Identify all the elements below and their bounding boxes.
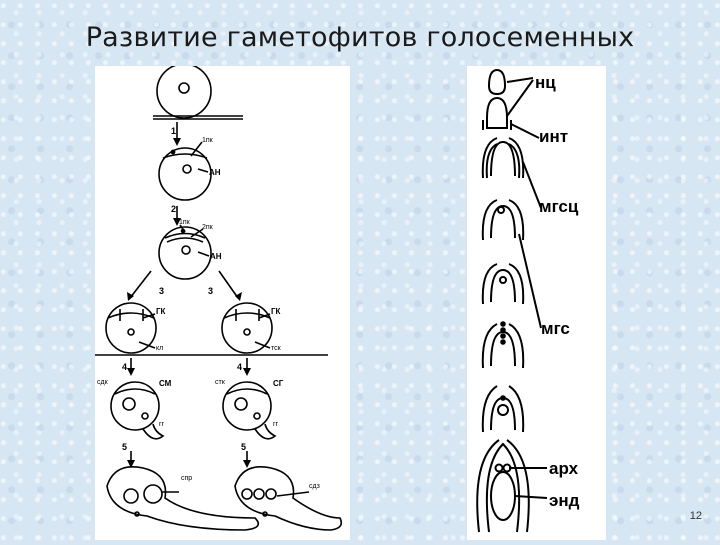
arrow-3-right	[218, 270, 239, 299]
cell-label: кл	[156, 345, 163, 352]
male-gametophyte-diagram: 1 2 3 3 4 4 5 5 1пк АН 1пк 2пк АН ГК кл …	[95, 63, 350, 540]
step-label: 4	[237, 362, 242, 372]
nucellus-stage-2	[486, 96, 508, 129]
ovule-label: мгс	[541, 319, 570, 338]
cell-stage-1-nucleus	[182, 164, 192, 174]
cell-label: стк	[215, 379, 226, 386]
cell-label: сдз	[309, 483, 320, 490]
ovule-label: инт	[539, 127, 568, 146]
arrow-4-right-head	[243, 368, 251, 376]
cell-label: гг	[159, 421, 165, 428]
cell-stage-2	[158, 226, 212, 280]
ovule-stage-4	[490, 204, 516, 239]
page-number: 12	[689, 510, 702, 522]
prothallial-cell-1	[162, 153, 208, 159]
step-label: 5	[241, 442, 246, 452]
cell-label: 2пк	[202, 224, 214, 231]
ovule-label: энд	[549, 491, 580, 510]
ovule-diagram: нц инт мгсц мгс арх энд	[467, 66, 606, 540]
arrow-3-left	[129, 270, 152, 299]
cell-label: гг	[273, 421, 279, 428]
ovule-label: мгсц	[539, 197, 579, 216]
cell-stage-1	[158, 147, 212, 201]
ovule-stage-3	[490, 140, 516, 177]
slide-title: Развитие гаметофитов голосеменных	[85, 22, 635, 53]
cell-stage-4-left	[110, 381, 160, 431]
cell-stage-3-right	[221, 302, 273, 354]
pollen-tube-left	[106, 466, 260, 531]
step-label: 1	[171, 126, 176, 136]
cell-label: ГК	[156, 307, 166, 316]
nucellus-stage-1	[487, 68, 507, 96]
cell-label: ГК	[271, 307, 281, 316]
step-label: 4	[122, 362, 127, 372]
cell-label: 1пк	[202, 137, 214, 144]
arrow-1-head	[173, 138, 181, 146]
cell-label: АН	[209, 168, 221, 177]
cell-label: АН	[210, 252, 222, 261]
cell-label: 1пк	[179, 219, 191, 226]
cell-label: тск	[271, 345, 282, 352]
microspore-cell	[156, 63, 212, 119]
step-label: 3	[159, 286, 164, 296]
arrow-5-left-head	[127, 460, 135, 468]
ovule-stage-5	[490, 268, 516, 303]
microspore-nucleus	[178, 82, 190, 94]
cell-stage-3-left	[105, 302, 157, 354]
cell-label: СМ	[159, 379, 172, 388]
ovule-label: нц	[535, 73, 556, 92]
cell-label: спр	[181, 475, 192, 482]
male-gametophyte-svg: 1 2 3 3 4 4 5 5 1пк АН 1пк 2пк АН ГК кл …	[95, 63, 343, 531]
cell-label: СГ	[273, 379, 284, 388]
ovule-svg: нц инт мгсц мгс арх энд	[476, 68, 580, 533]
cell-stage-4-right	[222, 381, 272, 431]
step-label: 5	[122, 442, 127, 452]
ovule-label: арх	[549, 459, 579, 478]
arrow-4-left-head	[127, 368, 135, 376]
arrow-5-right-head	[243, 460, 251, 468]
arrow-3-right-head	[235, 292, 242, 301]
arrow-3-left-head	[127, 292, 134, 301]
step-label: 2	[171, 204, 176, 214]
arrow-2-head	[173, 218, 181, 226]
cell-stage-2-nucleus	[181, 245, 191, 255]
cell-label: сдк	[97, 379, 109, 386]
pollen-tube-right	[234, 466, 343, 531]
step-label: 3	[208, 286, 213, 296]
